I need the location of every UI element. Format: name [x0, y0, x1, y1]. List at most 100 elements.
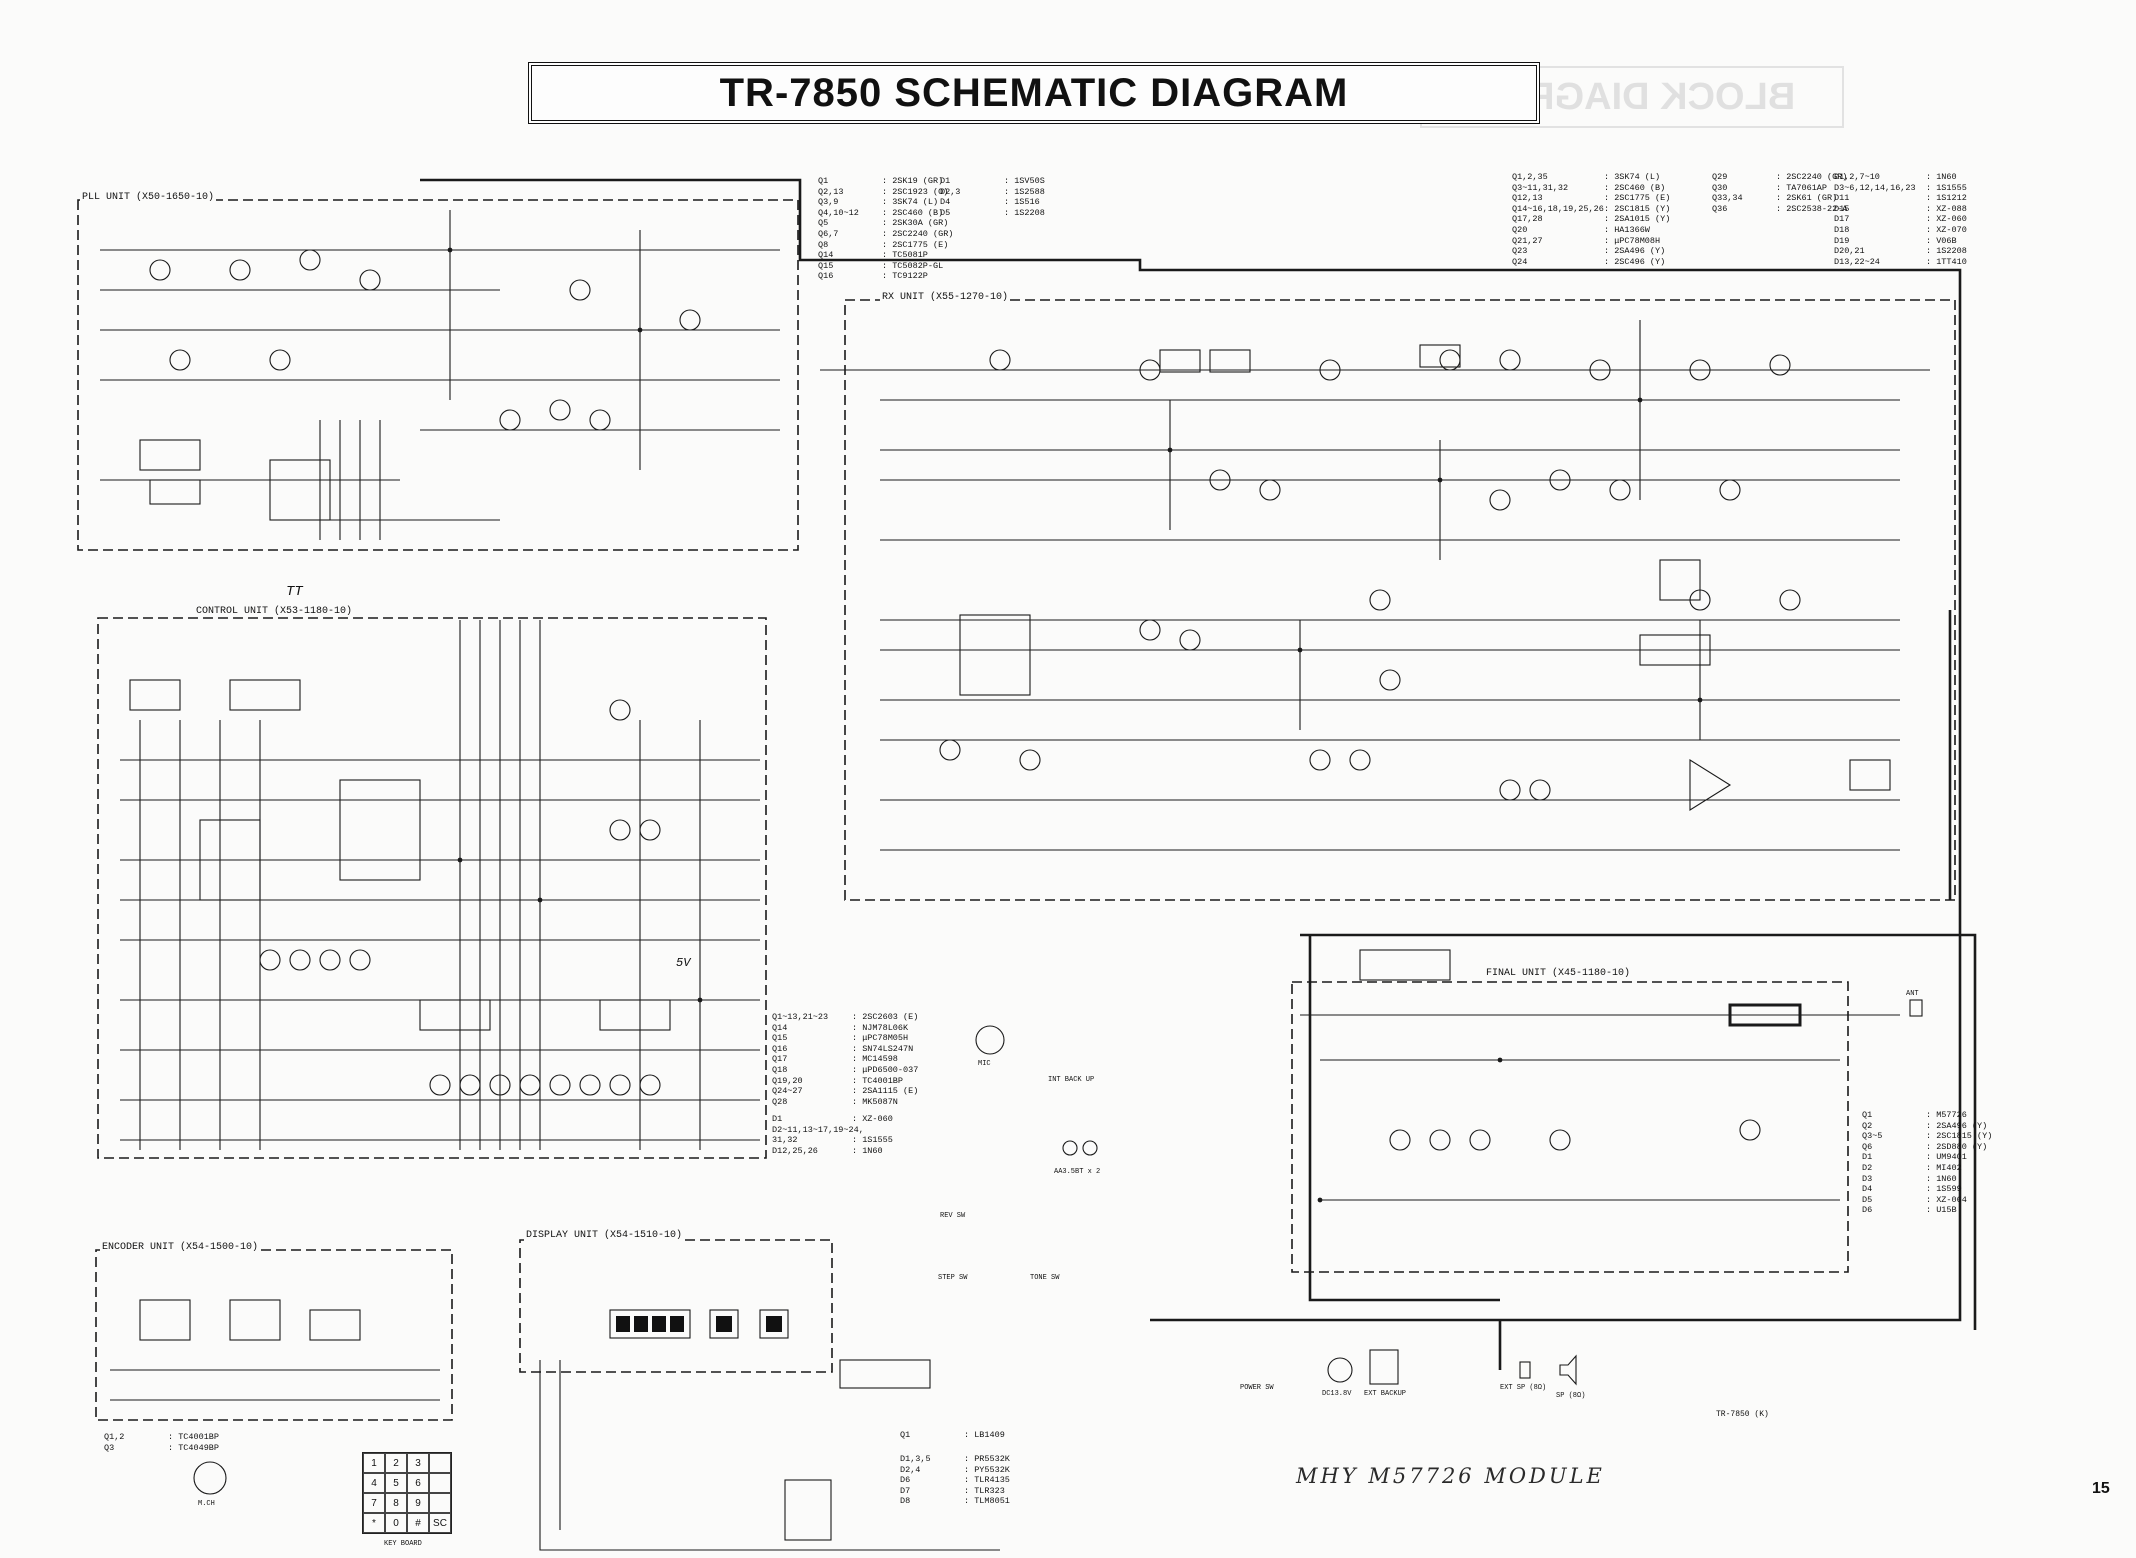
keypad-key: SC	[429, 1513, 451, 1533]
legend-row: Q14~16,18,19,25,26: 2SC1815 (Y)	[1512, 204, 1670, 215]
ant-label: ANT	[1906, 990, 1919, 998]
legend-row: Q29: 2SC2240 (GR)	[1712, 172, 1847, 183]
legend-row: Q3 : TC4049BP	[104, 1443, 219, 1454]
part-ref: Q4,10~12	[818, 207, 859, 218]
part-number: : 2SA1115 (E)	[852, 1086, 919, 1097]
encoder-unit-label: ENCODER UNIT (X54-1500-10)	[100, 1242, 261, 1253]
part-number: : UM9401	[1926, 1152, 1967, 1163]
legend-row: Q36 : 2SC2538-22-A	[1712, 204, 1847, 215]
keypad-key	[429, 1493, 451, 1513]
part-number: : 1S516	[1004, 197, 1040, 208]
part-ref: Q30	[1712, 182, 1728, 193]
legend-row: Q33,34: 2SK61 (GR)	[1712, 193, 1847, 204]
part-ref: D12,25,26	[772, 1145, 818, 1156]
legend-row: Q17: MC14598	[772, 1054, 918, 1065]
part-ref: Q6,7	[818, 228, 839, 239]
part-ref: D15	[1834, 203, 1850, 214]
legend-row: D7: TLR323	[900, 1486, 1010, 1497]
legend-row: Q16: SN74LS247N	[772, 1044, 918, 1055]
legend-row: Q24~27: 2SA1115 (E)	[772, 1086, 918, 1097]
legend-row: Q21,27: μPC78M08H	[1512, 236, 1670, 247]
legend-row: Q2 : 2SA496 (Y)	[1862, 1121, 1992, 1132]
part-ref: D18	[1834, 224, 1850, 235]
part-number: : 2SA1015 (Y)	[1604, 214, 1671, 225]
keyboard-label: KEY BOARD	[384, 1540, 422, 1548]
legend-row: D1: UM9401	[1862, 1152, 1992, 1163]
part-number: : 2SC2538-22-A	[1776, 203, 1848, 214]
legend-row: D3~6,12,14,16,23: 1S1555	[1834, 183, 1967, 194]
part-ref: Q3~5	[1862, 1131, 1883, 1142]
legend-row: D1,2,7~10: 1N60	[1834, 172, 1967, 183]
part-number: : TC5082P-GL	[882, 260, 944, 271]
part-number: : 2SC1923 (O)	[882, 186, 949, 197]
encoder-unit-outline	[95, 1249, 453, 1421]
part-ref: Q6	[1862, 1141, 1873, 1152]
part-ref: Q16	[772, 1043, 788, 1054]
part-ref: Q29	[1712, 172, 1728, 182]
legend-row: Q3~11,31,32: 2SC460 (B)	[1512, 183, 1670, 194]
part-ref: Q14	[818, 250, 834, 261]
part-number: : 2SA496 (Y)	[1926, 1120, 1988, 1131]
legend-row: Q2,13: 2SC1923 (O)	[818, 187, 953, 198]
part-ref: Q24	[1512, 256, 1528, 267]
part-number: : 1S1555	[1926, 182, 1967, 193]
part-number: : μPC78M05H	[852, 1033, 909, 1044]
page-number: 15	[2092, 1480, 2110, 1497]
part-ref: D7	[900, 1485, 911, 1496]
part-number: : TC4049BP	[168, 1442, 220, 1453]
legend-row: D17 : XZ-060	[1834, 214, 1967, 225]
legend-row: Q16: TC9122P	[818, 271, 953, 282]
part-ref: D1,2,7~10	[1834, 172, 1880, 182]
part-number: : 2SC2240 (GR)	[882, 228, 954, 239]
part-ref: Q36	[1712, 203, 1728, 214]
part-ref: D1,3,5	[900, 1454, 931, 1464]
part-number: : 2SC460 (B)	[882, 207, 944, 218]
part-ref: D20,21	[1834, 246, 1865, 257]
legend-row: D1,3,5 : PR5532K	[900, 1454, 1010, 1465]
part-ref: Q2	[1862, 1120, 1873, 1131]
part-ref: Q3	[104, 1442, 115, 1453]
legend-row: Q23: 2SA496 (Y)	[1512, 246, 1670, 257]
rx-unit-outline	[844, 299, 1956, 901]
final-unit-label: FINAL UNIT (X45-1180-10)	[1484, 968, 1633, 979]
part-ref: D17	[1834, 214, 1850, 225]
part-ref: D2~11,13~17,19~24,	[772, 1124, 864, 1135]
legend-row: Q17,28: 2SA1015 (Y)	[1512, 214, 1670, 225]
part-number: : 1N60	[852, 1145, 883, 1156]
part-number: : PR5532K	[964, 1454, 1010, 1464]
part-ref: D11	[1834, 193, 1850, 204]
rx-parts-legend: Q1,2,35: 3SK74 (L)Q3~11,31,32: 2SC460 (B…	[1512, 172, 1670, 267]
legend-row: D19: V06B	[1834, 236, 1967, 247]
tt-handwritten-mark: TT	[286, 584, 303, 600]
int-backup-label: INT BACK UP	[1048, 1076, 1095, 1084]
legend-row: Q1: M57726	[1862, 1110, 1992, 1121]
part-ref: Q17	[772, 1054, 788, 1065]
keypad-key: #	[407, 1513, 429, 1533]
legend-row: Q1: 2SK19 (GR)	[818, 176, 953, 187]
legend-row: 31,32: 1S1555	[772, 1135, 893, 1146]
part-ref: 31,32	[772, 1135, 798, 1146]
legend-row: D2~11,13~17,19~24,	[772, 1125, 893, 1136]
legend-row: Q8: 2SC1775 (E)	[818, 240, 953, 251]
legend-row: Q14: NJM78L06K	[772, 1023, 918, 1034]
ext-speaker-label: EXT SP (8Ω)	[1500, 1384, 1547, 1392]
part-number: : TA7061AP	[1776, 182, 1828, 193]
part-number: : XZ-060	[1926, 214, 1967, 225]
keypad-key: 6	[407, 1473, 429, 1493]
legend-row: Q19,20: TC4001BP	[772, 1076, 918, 1087]
legend-row: D3: 1N60	[1862, 1174, 1992, 1185]
part-number: : NJM78L06K	[852, 1022, 909, 1033]
step-switch-label: STEP SW	[938, 1274, 968, 1282]
part-number: : 2SC1775 (E)	[882, 239, 949, 250]
legend-row: D1: 1SV50S	[940, 176, 1045, 187]
title-box: TR-7850 SCHEMATIC DIAGRAM	[528, 62, 1540, 124]
part-ref: Q14~16,18,19,25,26	[1512, 203, 1604, 214]
